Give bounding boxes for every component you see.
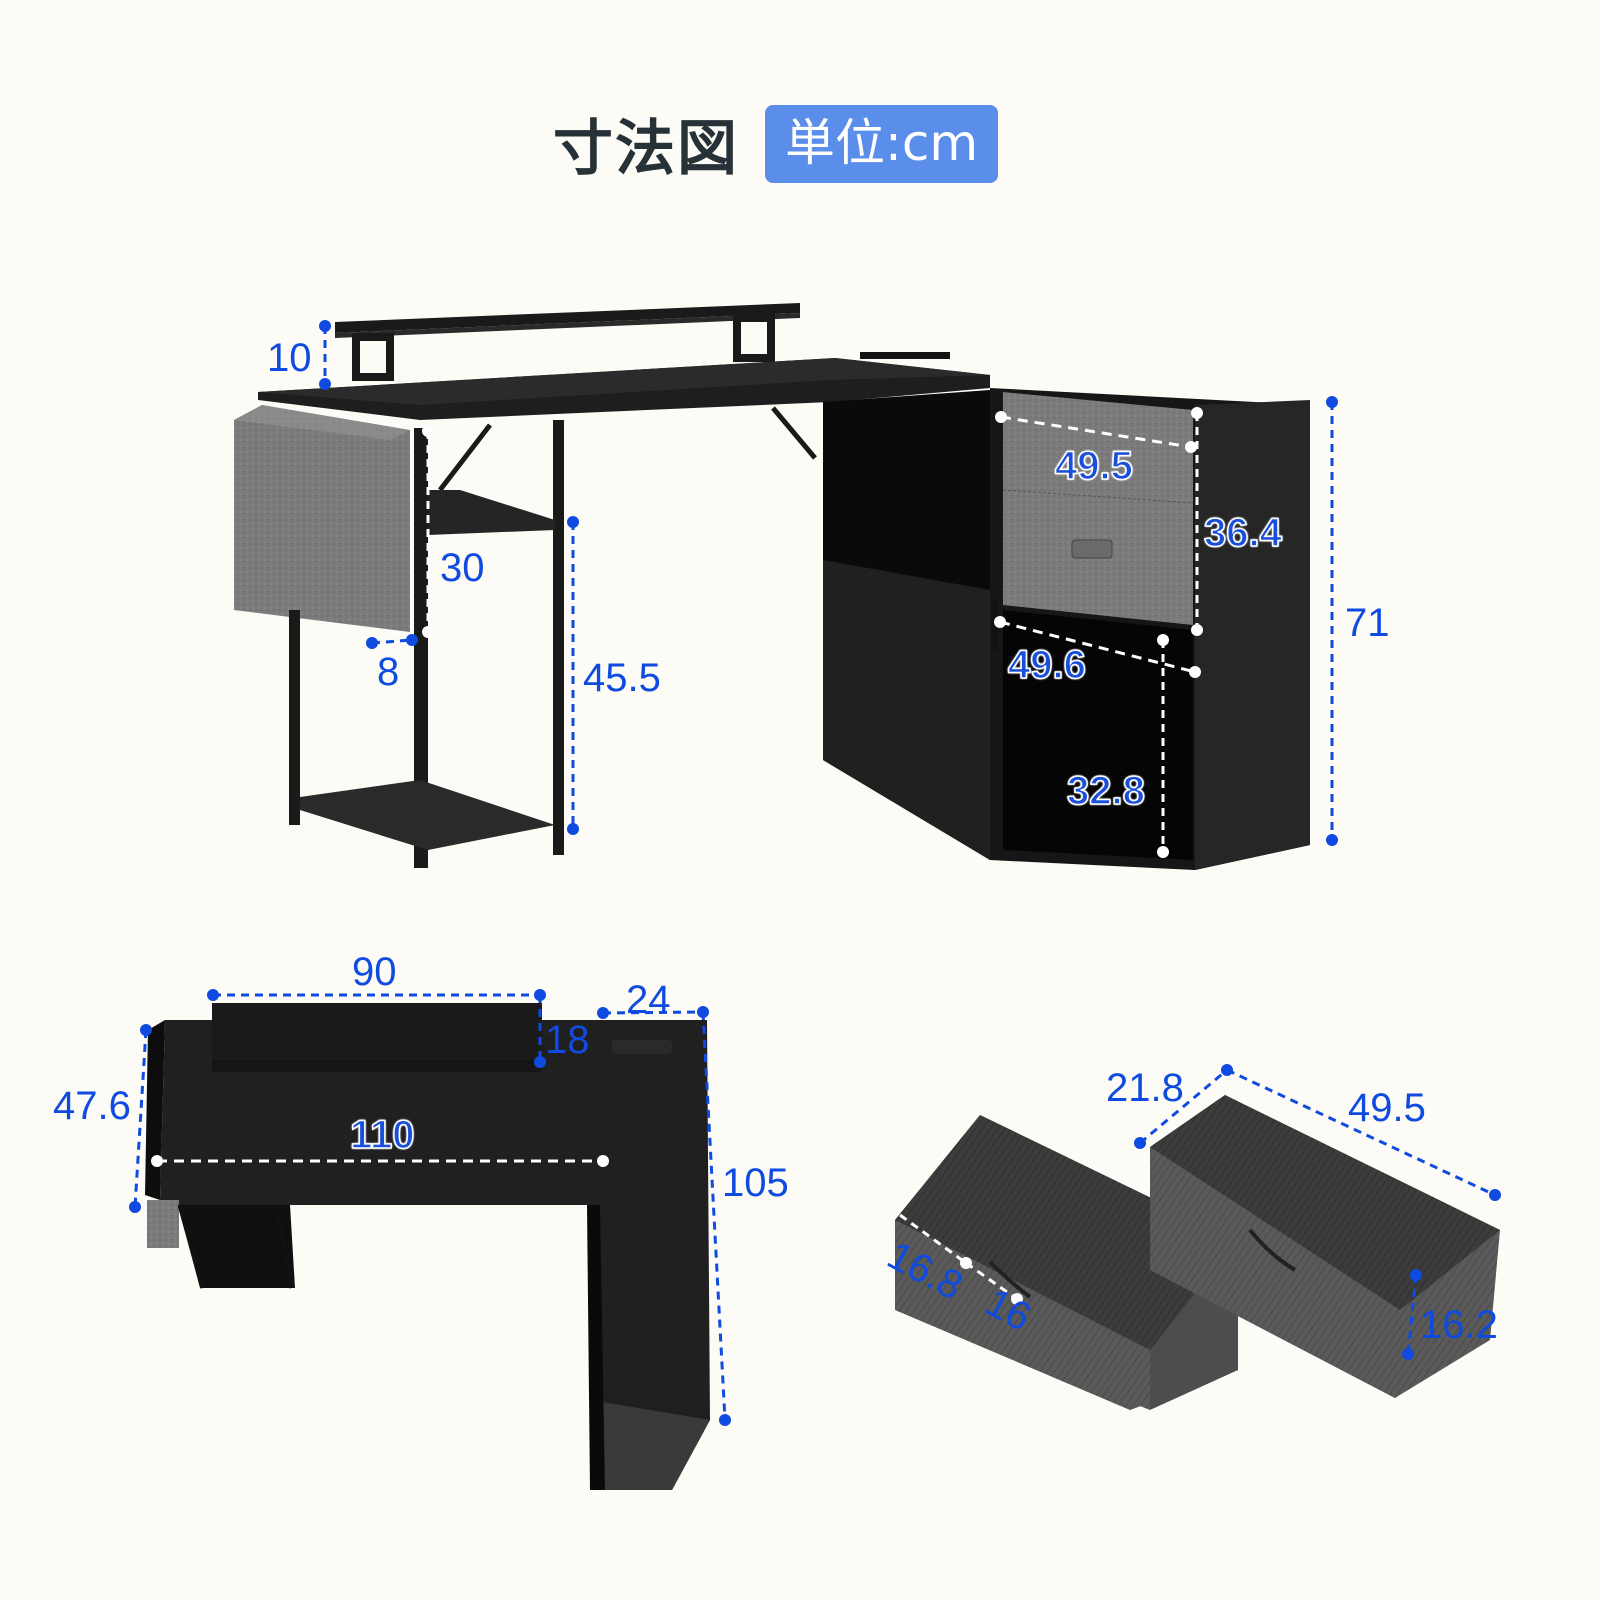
front-view-white-dimension-lines bbox=[422, 407, 1203, 858]
dim-shelf-height: 45.5 bbox=[583, 656, 661, 700]
dim-cubby-width: 49.6 bbox=[1007, 643, 1086, 687]
dim-bag-depth: 8 bbox=[377, 650, 400, 694]
unit-badge: 単位:cm bbox=[765, 104, 999, 183]
header: 寸法図 単位:cm bbox=[553, 100, 999, 187]
top-view-desk bbox=[145, 1003, 710, 1490]
dim-bin-length: 49.5 bbox=[1348, 1086, 1426, 1130]
drawer-bin-front bbox=[895, 1115, 1238, 1410]
dim-riser-width: 90 bbox=[352, 950, 397, 994]
dim-drawer-width: 49.5 bbox=[1054, 444, 1133, 488]
dim-cubby-height: 32.8 bbox=[1066, 769, 1145, 813]
drawer-dimension-lines bbox=[1134, 1064, 1501, 1360]
dim-riser-depth: 18 bbox=[545, 1018, 590, 1062]
dim-total-height: 71 bbox=[1345, 601, 1390, 645]
dim-cabinet-depth: 24 bbox=[626, 978, 671, 1022]
dim-drawer-height: 36.4 bbox=[1203, 511, 1282, 555]
dim-bin-height: 16.2 bbox=[1420, 1303, 1498, 1347]
top-view-dimension-lines bbox=[129, 989, 731, 1426]
dim-riser-height: 10 bbox=[267, 336, 312, 380]
dim-desk-depth: 47.6 bbox=[53, 1084, 131, 1128]
dim-bin-depth: 21.8 bbox=[1106, 1066, 1184, 1110]
front-view-dimension-lines bbox=[319, 320, 1338, 846]
dim-total-length: 105 bbox=[722, 1161, 789, 1205]
page-title: 寸法図 bbox=[553, 114, 739, 184]
dim-bag-height: 30 bbox=[440, 546, 485, 590]
front-view-desk bbox=[234, 303, 1310, 870]
dim-desk-width: 110 bbox=[349, 1113, 415, 1157]
drawer-white-dimension-lines bbox=[899, 1213, 1023, 1305]
top-view-white-dimension-line bbox=[151, 1155, 609, 1167]
